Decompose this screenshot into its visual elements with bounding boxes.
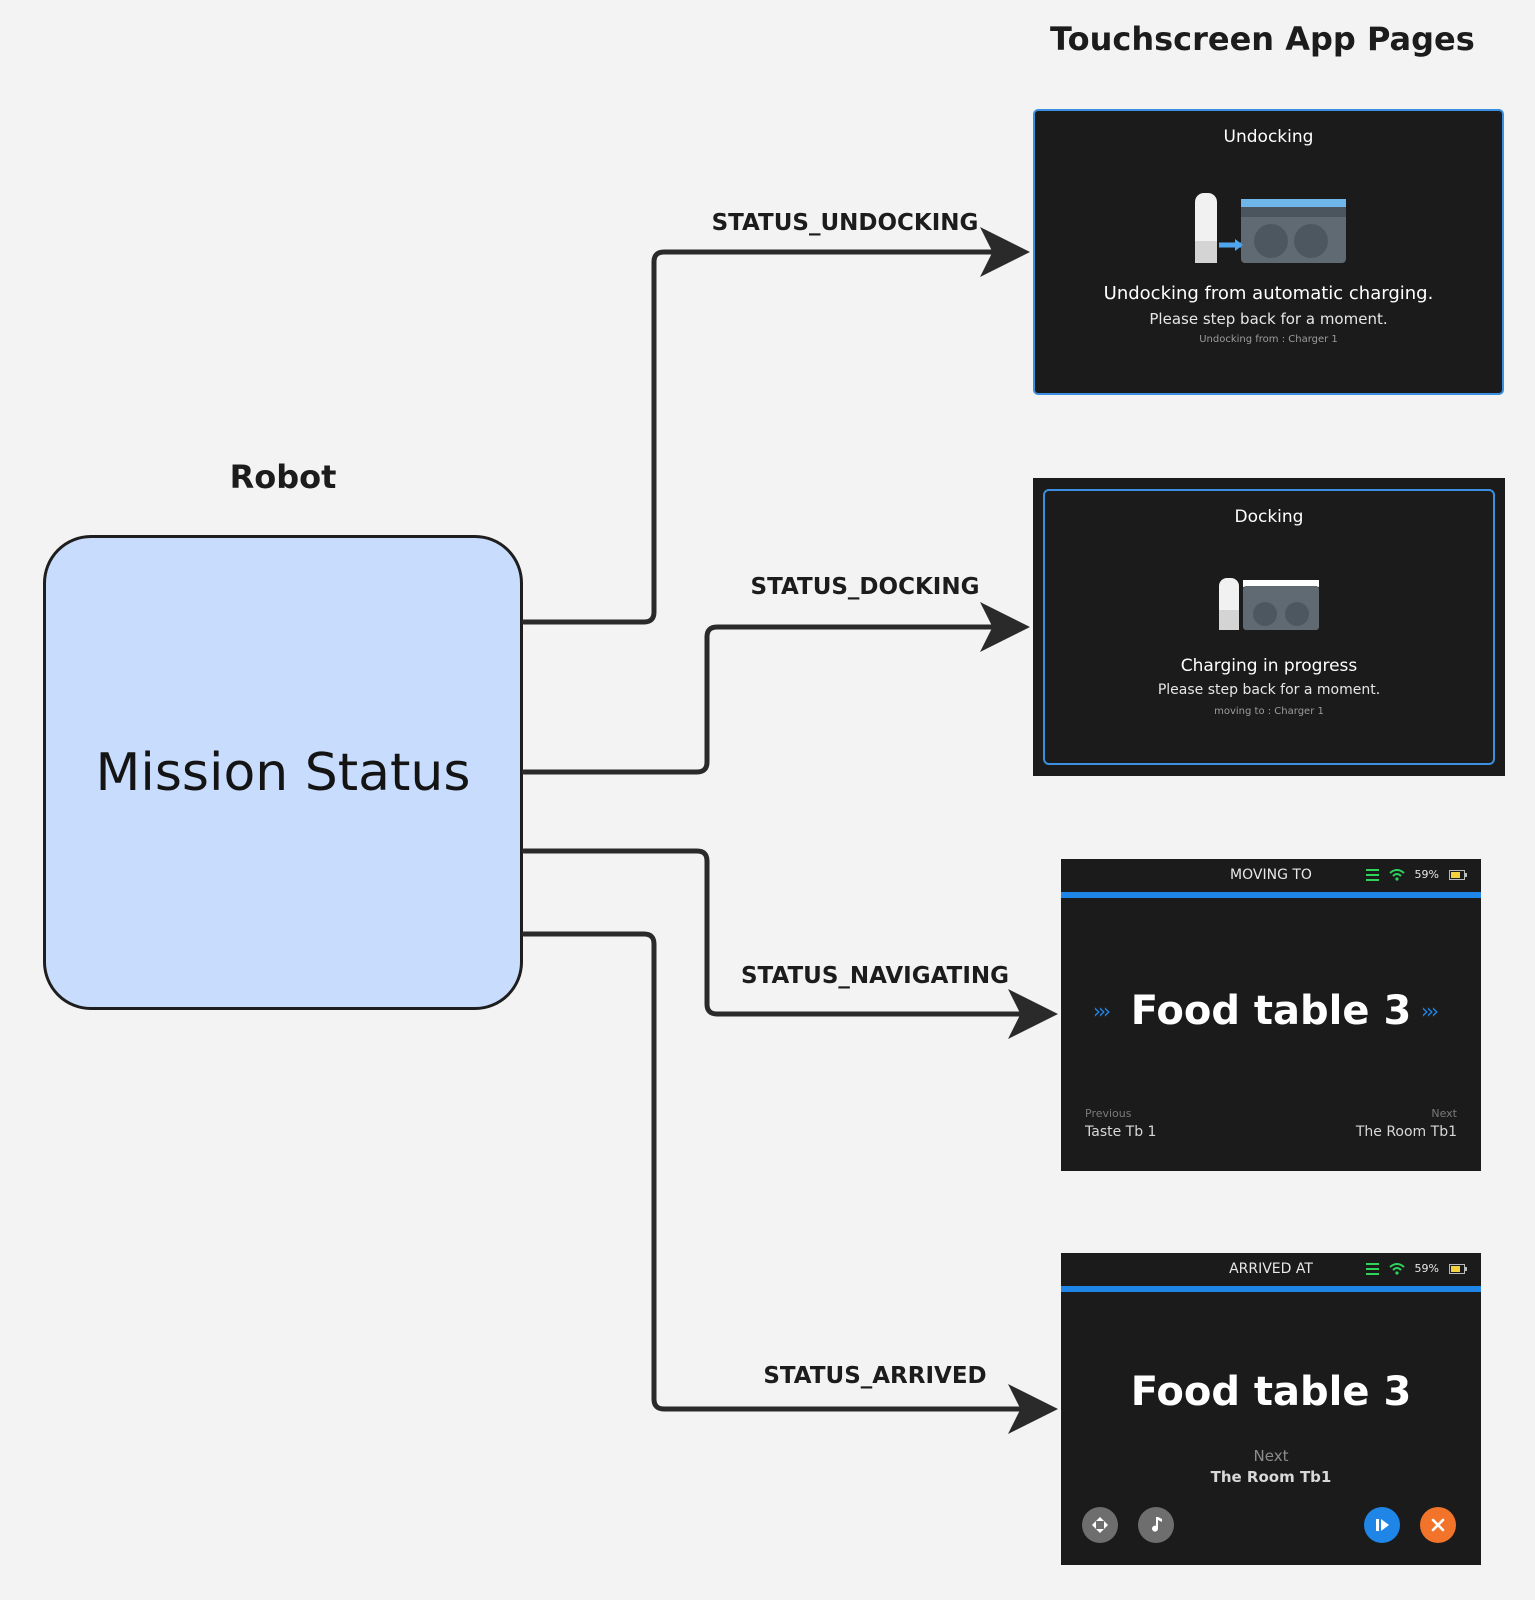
pages-heading: Touchscreen App Pages [1050,20,1475,58]
docking-message: Charging in progress [1180,656,1358,676]
mission-status-label: Mission Status [95,742,471,803]
connector-arrived [521,931,1058,1434]
docking-screen: Docking Charging in progress Please step… [1033,478,1505,776]
resume-button[interactable] [1364,1507,1400,1543]
undocking-screen: Undocking Undocking from automatic charg… [1033,109,1504,395]
navigating-destination: Food table 3 [1130,988,1412,1034]
music-icon [1152,1517,1162,1532]
connector-undocking [521,227,1030,625]
resume-icon [1376,1519,1389,1531]
battery-icon [1449,1263,1467,1274]
arrived-destination: Food table 3 [1130,1369,1412,1415]
status-icons: 59% [1365,1262,1467,1275]
music-button[interactable] [1138,1507,1174,1543]
status-icons: 59% [1365,868,1467,881]
previous-value: Taste Tb 1 [1085,1124,1157,1140]
chevron-right-icon: ››› [1421,999,1439,1023]
previous-label: Previous [1085,1107,1132,1120]
navigating-header: MOVING TO [1230,867,1312,883]
undocking-detail: Undocking from : Charger 1 [1199,334,1338,345]
battery-percent: 59% [1414,1262,1439,1275]
navigating-top-bar: MOVING TO 59% [1061,859,1481,892]
arrived-accent-line [1061,1286,1481,1292]
chevron-left-icon: ››› [1093,999,1111,1023]
arrived-next-value: The Room Tb1 [1210,1468,1332,1486]
connector-navigating [521,848,1058,1039]
next-label: Next [1431,1107,1457,1120]
mission-status-node: Mission Status [43,535,523,1010]
arrived-next-label: Next [1253,1447,1289,1465]
menu-icon [1365,1262,1379,1275]
wifi-icon [1388,868,1405,881]
next-value: The Room Tb1 [1355,1124,1457,1140]
navigating-screen: MOVING TO 59% ››› Food table 3 ››› Previ… [1061,859,1481,1171]
battery-percent: 59% [1414,868,1439,881]
label-status-navigating: STATUS_NAVIGATING [740,963,1010,989]
docking-title: Docking [1234,507,1304,527]
undocking-title: Undocking [1223,127,1314,147]
wifi-icon [1388,1262,1405,1275]
undocking-message: Undocking from automatic charging. [1103,283,1434,304]
label-status-arrived: STATUS_ARRIVED [763,1363,987,1389]
label-status-docking: STATUS_DOCKING [750,574,980,600]
arrived-screen: ARRIVED AT 59% Food table 3 Next The Roo… [1061,1253,1481,1565]
arrived-top-bar: ARRIVED AT 59% [1061,1253,1481,1286]
connector-docking [521,602,1030,775]
cancel-button[interactable] [1420,1507,1456,1543]
robot-undocking-illustration [1195,193,1346,263]
battery-icon [1449,869,1467,880]
move-icon [1092,1517,1108,1533]
docking-subtext: Please step back for a moment. [1157,682,1381,698]
docking-detail: moving to : Charger 1 [1214,706,1324,717]
robot-docking-illustration [1219,578,1319,630]
arrived-header: ARRIVED AT [1229,1261,1313,1277]
docking-inner-frame [1043,489,1495,765]
move-button[interactable] [1082,1507,1118,1543]
robot-heading: Robot [229,458,337,496]
menu-icon [1365,868,1379,881]
close-icon [1431,1518,1445,1532]
label-status-undocking: STATUS_UNDOCKING [711,210,979,236]
undocking-subtext: Please step back for a moment. [1149,310,1388,328]
navigating-accent-line [1061,892,1481,898]
